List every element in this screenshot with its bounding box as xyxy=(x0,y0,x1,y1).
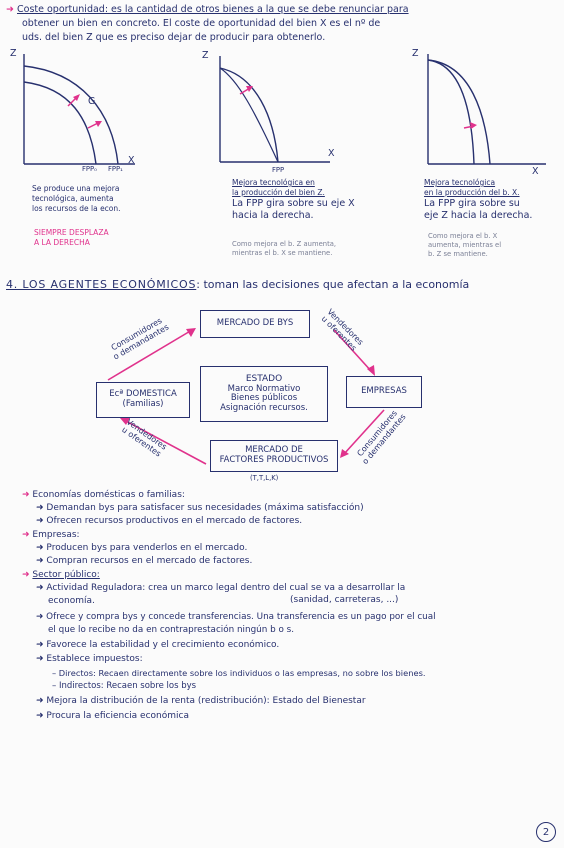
box-mercado-bys: MERCADO DE BYS xyxy=(200,310,310,338)
g2-x-axis: X xyxy=(328,148,335,159)
g1-y-axis: Z xyxy=(10,48,17,59)
g1-x-axis: X xyxy=(128,155,135,166)
g1-curve-label: G xyxy=(88,96,96,107)
g2-note: Como mejora el b. Z aumenta, mientras el… xyxy=(232,240,337,257)
g1-note: SIEMPRE DESPLAZA A LA DERECHA xyxy=(34,228,109,247)
familias-item-2: ➜ Ofrecen recursos productivos en el mer… xyxy=(36,516,303,526)
section-4-title: 4. LOS AGENTES ECONÓMICOS: toman las dec… xyxy=(6,278,470,291)
page-number: 2 xyxy=(536,822,556,842)
sector-item-1b: economía. xyxy=(48,596,95,606)
box-economia-domestica: Ecª DOMESTICA (Familias) xyxy=(96,382,190,418)
g1-ppf0-label: FPP₀ xyxy=(82,165,97,173)
familias-item-1: ➜ Demandan bys para satisfacer sus neces… xyxy=(36,503,364,513)
sector-item-1: ➜ Actividad Reguladora: crea un marco le… xyxy=(36,583,406,593)
sector-item-1-note: (sanidad, carreteras, ...) xyxy=(290,595,399,605)
g3-note: Como mejora el b. X aumenta, mientras el… xyxy=(428,232,502,258)
empresas-item-1: ➜ Producen bys para venderlos en el merc… xyxy=(36,543,248,553)
ppf-graph-1 xyxy=(23,54,135,165)
sector-item-6: ➜ Procura la eficiencia económica xyxy=(36,711,189,721)
empresas-item-2: ➜ Compran recursos en el mercado de fact… xyxy=(36,556,253,566)
sector-item-2b: el que lo recibe no da en contraprestaci… xyxy=(48,625,295,635)
empresas-title: ➜ Empresas: xyxy=(22,530,80,540)
g3-y-axis: Z xyxy=(412,48,419,59)
intro-line-2: obtener un bien en concreto. El coste de… xyxy=(22,18,381,29)
box-estado: ESTADO Marco Normativo Bienes públicos A… xyxy=(200,366,328,422)
box-empresas: EMPRESAS xyxy=(346,376,422,408)
g3-x-axis: X xyxy=(532,166,539,177)
g2-ppf-label: FPP xyxy=(272,166,285,174)
intro-line-1: ➜ Coste oportunidad: es la cantidad de o… xyxy=(6,4,409,15)
sector-title: ➜ Sector público: xyxy=(22,570,100,580)
g1-caption: Se produce una mejora tecnológica, aumen… xyxy=(32,184,121,213)
familias-title: ➜ Economías domésticas o familias: xyxy=(22,490,185,500)
sector-item-2: ➜ Ofrece y compra bys y concede transfer… xyxy=(36,612,436,622)
sector-item-3: ➜ Favorece la estabilidad y el crecimien… xyxy=(36,640,280,650)
g1-ppf1-label: FPP₁ xyxy=(108,165,123,173)
sector-item-5: ➜ Mejora la distribución de la renta (re… xyxy=(36,696,366,706)
sector-item-4: ➜ Establece impuestos: xyxy=(36,654,143,664)
sector-item-4b: – Indirectos: Recaen sobre los bys xyxy=(52,681,197,691)
sector-item-4a: – Directos: Recaen directamente sobre lo… xyxy=(52,668,426,678)
intro-line-3: uds. del bien Z que es preciso dejar de … xyxy=(22,32,326,43)
ppf-graph-3 xyxy=(427,54,546,165)
factores-sub: (T,T,L,K) xyxy=(250,474,279,482)
g2-y-axis: Z xyxy=(202,50,209,61)
g3-caption: Mejora tecnológica en la producción del … xyxy=(424,178,533,221)
ppf-graph-2 xyxy=(219,56,330,163)
g2-caption: Mejora tecnológica en la producción del … xyxy=(232,178,355,221)
box-mercado-factores: MERCADO DE FACTORES PRODUCTIVOS xyxy=(210,440,338,472)
